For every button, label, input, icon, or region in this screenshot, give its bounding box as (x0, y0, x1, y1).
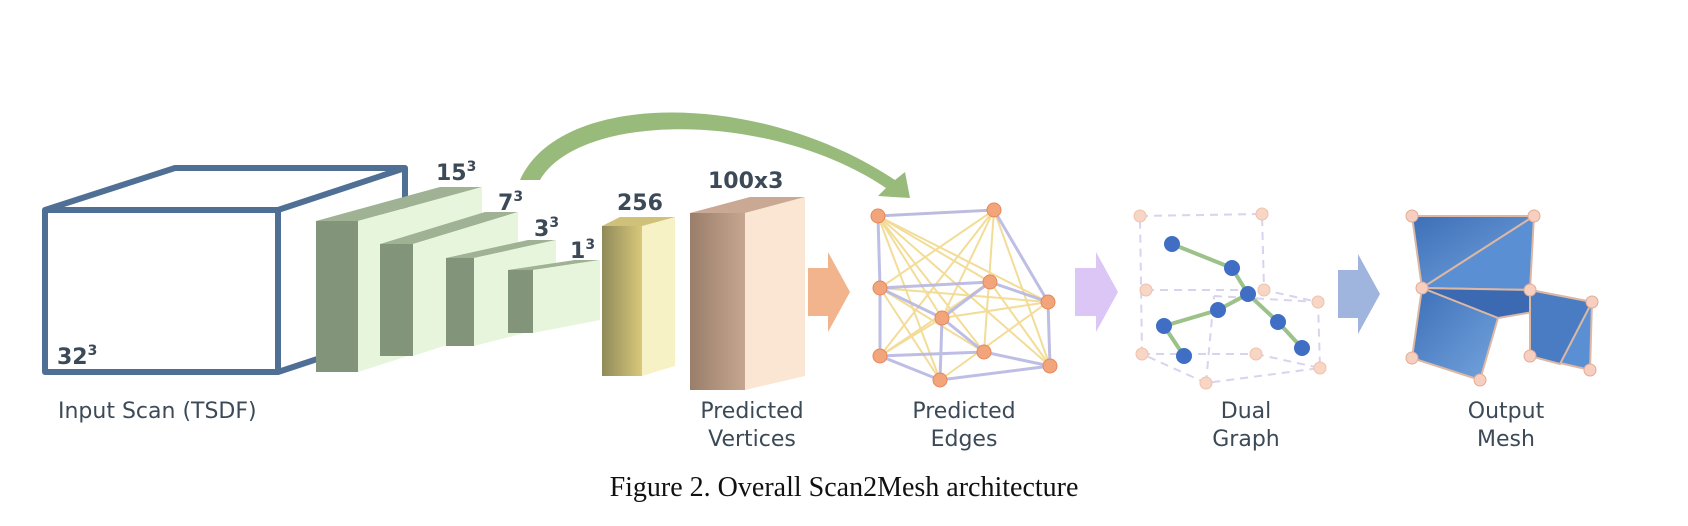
vertices-label-line2: Vertices (708, 427, 796, 452)
flow-arrow-2 (1075, 252, 1118, 332)
skip-connection-arrow (520, 112, 910, 198)
dual-graph (1133, 207, 1327, 390)
latent-block (602, 217, 675, 376)
vertices-label-line1: Predicted (700, 399, 803, 424)
figure-caption: Figure 2. Overall Scan2Mesh architecture (609, 472, 1079, 503)
vertices-block (690, 197, 805, 390)
edges-label-line1: Predicted (912, 399, 1015, 424)
edges-label-line2: Edges (931, 427, 998, 452)
encoder-size-3: 33 (534, 215, 559, 242)
flow-arrow-1 (808, 252, 850, 332)
dual-graph-label-line2: Graph (1212, 427, 1279, 452)
latent-size-label: 256 (617, 191, 663, 216)
output-mesh-label-line2: Mesh (1477, 427, 1535, 452)
dual-graph-label-line1: Dual (1221, 399, 1271, 424)
predicted-edges-graph (870, 202, 1058, 388)
vertices-size-label: 100x3 (708, 169, 783, 194)
output-mesh-label-line1: Output (1468, 399, 1545, 424)
encoder-size-1: 13 (570, 237, 595, 264)
input-scan-label: Input Scan (TSDF) (58, 399, 257, 424)
output-mesh (1405, 209, 1599, 387)
flow-arrow-3 (1338, 254, 1380, 334)
encoder-size-15: 153 (436, 159, 476, 186)
encoder-size-7: 73 (498, 189, 523, 216)
encoder-block-1 (508, 260, 600, 333)
input-size-label: 323 (57, 343, 97, 370)
